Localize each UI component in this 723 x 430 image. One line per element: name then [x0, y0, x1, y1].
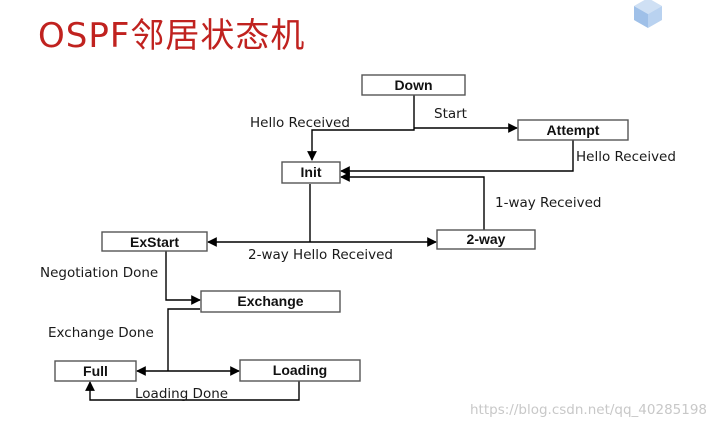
state-down-label: Down: [394, 77, 432, 93]
state-init: Init: [281, 161, 341, 184]
slide-title: OSPF邻居状态机: [38, 16, 306, 56]
state-exstart-label: ExStart: [130, 234, 179, 250]
state-attempt-label: Attempt: [547, 122, 600, 138]
state-two-way: 2-way: [436, 229, 536, 250]
label-exchange-done: Exchange Done: [48, 325, 154, 341]
state-exchange: Exchange: [200, 290, 341, 313]
edge-down-to-init: [307, 95, 415, 161]
edge-twoway-to-init: [340, 172, 485, 230]
edge-loading-to-full: [85, 381, 300, 401]
state-full: Full: [54, 360, 137, 382]
label-start: Start: [434, 106, 467, 122]
state-full-label: Full: [83, 363, 108, 379]
edge-exchange-down: [167, 308, 200, 371]
label-hello-received-down: Hello Received: [250, 115, 350, 131]
label-loading-done: Loading Done: [135, 386, 228, 402]
edge-exstart-to-exchange: [165, 251, 201, 305]
state-loading: Loading: [239, 359, 361, 382]
label-two-way-hello-received: 2-way Hello Received: [248, 247, 393, 263]
state-loading-label: Loading: [273, 362, 327, 378]
state-exchange-label: Exchange: [237, 293, 303, 309]
edge-attempt-to-init: [340, 140, 574, 176]
label-hello-received-attempt: Hello Received: [576, 149, 676, 165]
cube-logo-icon: [634, 0, 662, 28]
state-init-label: Init: [301, 164, 322, 180]
label-one-way-received: 1-way Received: [495, 195, 601, 211]
state-exstart: ExStart: [101, 231, 208, 252]
label-negotiation-done: Negotiation Done: [40, 265, 158, 281]
state-down: Down: [361, 74, 466, 96]
state-attempt: Attempt: [517, 119, 629, 141]
state-two-way-label: 2-way: [467, 231, 506, 247]
watermark-url: https://blog.csdn.net/qq_40285198: [470, 402, 708, 418]
